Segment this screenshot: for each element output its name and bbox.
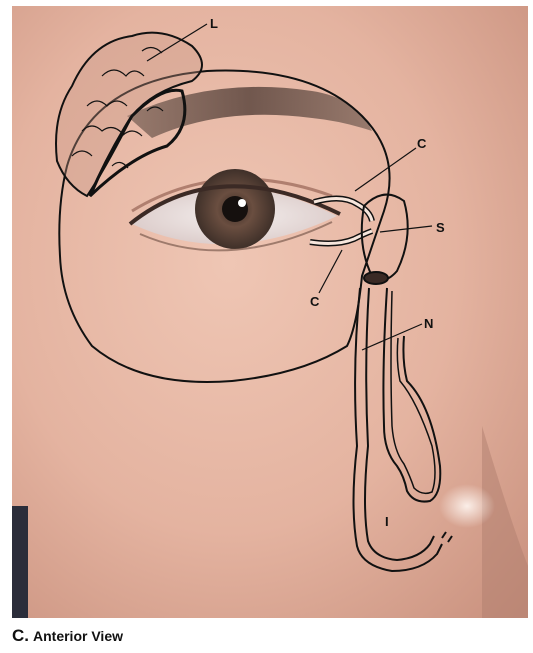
caption-letter: C. <box>12 626 29 645</box>
label-lacrimal-gland: L <box>210 16 218 31</box>
eye-reflection <box>238 199 246 207</box>
label-inferior-meatus: I <box>385 514 389 529</box>
label-lacrimal-sac: S <box>436 220 445 235</box>
label-nasolacrimal-duct: N <box>424 316 433 331</box>
duct-opening <box>364 272 388 284</box>
dark-left-edge <box>12 506 28 618</box>
label-lower-canaliculus: C <box>310 294 320 309</box>
figure-caption: C.Anterior View <box>12 626 123 646</box>
nose-highlight <box>439 484 495 528</box>
anatomy-photo-figure: L C S C N I <box>12 6 528 618</box>
caption-text: Anterior View <box>33 628 123 644</box>
label-upper-canaliculus: C <box>417 136 427 151</box>
